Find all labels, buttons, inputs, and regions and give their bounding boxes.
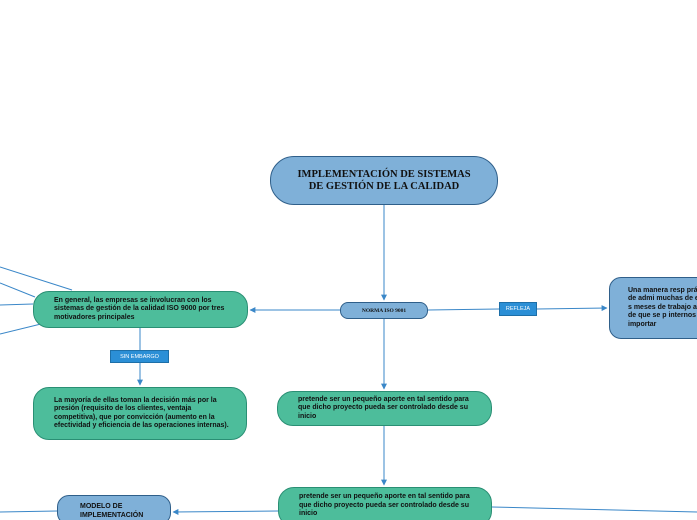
left-main-node-text: En general, las empresas se involucran c… <box>54 296 225 321</box>
norma-node[interactable]: NORMA ISO 9001 <box>340 302 428 319</box>
right-main-node-text: Una manera resp práctica de admi muchas … <box>628 286 697 328</box>
left-main-node[interactable]: En general, las empresas se involucran c… <box>33 291 248 328</box>
connector-left-out-1 <box>0 266 73 291</box>
norma-node-text: NORMA ISO 9001 <box>361 307 407 314</box>
connector-left-out-4 <box>0 322 46 335</box>
connector-modelo-left <box>0 510 58 513</box>
center-node-1[interactable]: pretende ser un pequeño aporte en tal se… <box>277 391 492 426</box>
right-main-node[interactable]: Una manera resp práctica de admi muchas … <box>609 277 697 339</box>
connector-center2-modelo <box>172 508 279 515</box>
refleja-label[interactable]: REFLEJA <box>499 302 537 316</box>
connector-center2-right <box>491 506 697 513</box>
connector-left-out-3 <box>0 303 34 306</box>
center-node-2-text: pretende ser un pequeño aporte en tal se… <box>299 493 470 517</box>
left-sub-node[interactable]: La mayoría de ellas toman la decisión má… <box>33 387 247 440</box>
root-node[interactable]: IMPLEMENTACIÓN DE SISTEMAS DE GESTIÓN DE… <box>270 156 498 205</box>
center-node-2[interactable]: pretende ser un pequeño aporte en tal se… <box>278 487 492 520</box>
root-node-title: IMPLEMENTACIÓN DE SISTEMAS DE GESTIÓN DE… <box>297 168 471 192</box>
connector-refleja-right <box>536 305 608 312</box>
modelo-node[interactable]: MODELO DE IMPLEMENTACIÓN <box>57 495 171 520</box>
left-sub-node-text: La mayoría de ellas toman la decisión má… <box>54 396 229 430</box>
refleja-label-text: REFLEJA <box>505 306 531 312</box>
connector-norma-refleja <box>427 308 500 311</box>
connector-left-out-2 <box>0 282 36 298</box>
center-node-1-text: pretende ser un pequeño aporte en tal se… <box>298 395 469 420</box>
sin-embargo-label[interactable]: SIN EMBARGO <box>110 350 169 363</box>
sin-embargo-label-text: SIN EMBARGO <box>120 353 159 360</box>
modelo-node-text: MODELO DE IMPLEMENTACIÓN <box>80 503 144 519</box>
